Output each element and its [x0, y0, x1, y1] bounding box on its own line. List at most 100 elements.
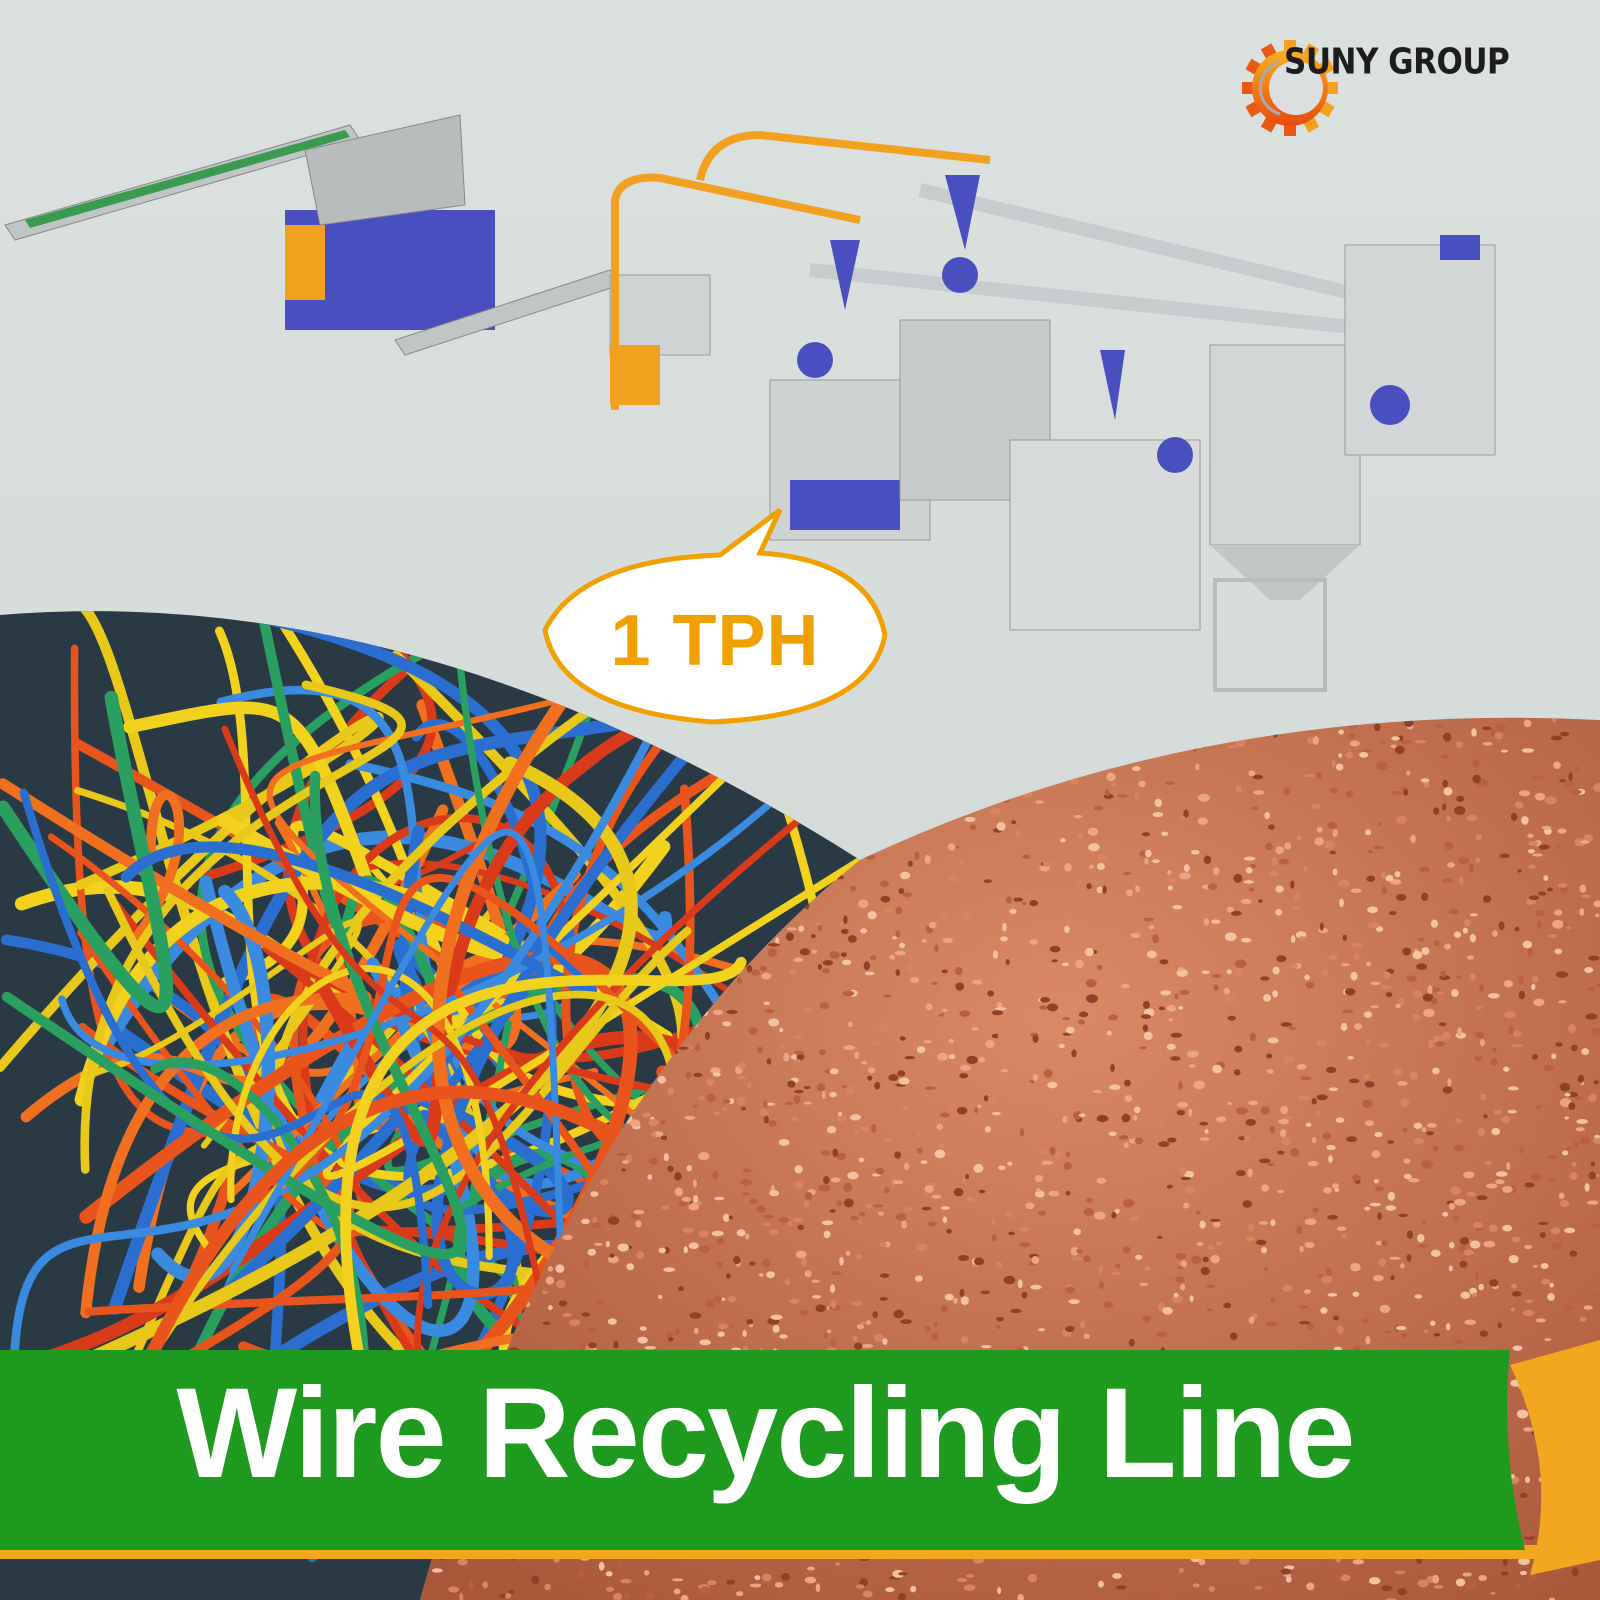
copper-granule — [1289, 963, 1298, 969]
copper-granule — [792, 1217, 804, 1222]
copper-granule — [1596, 983, 1600, 987]
copper-granule — [1065, 1325, 1075, 1332]
copper-granule — [1007, 1161, 1013, 1166]
dust-collector-hopper — [1210, 545, 1360, 600]
copper-granule — [1565, 1147, 1572, 1151]
copper-granule — [1179, 989, 1190, 995]
copper-granule — [1510, 1307, 1516, 1312]
copper-granule — [1073, 814, 1083, 819]
copper-granule — [714, 1196, 725, 1201]
copper-granule — [1303, 1289, 1312, 1294]
copper-granule — [784, 1101, 794, 1106]
copper-granule — [1503, 1066, 1510, 1072]
copper-granule — [1510, 1044, 1523, 1048]
copper-granule — [716, 1237, 725, 1245]
copper-granule — [1098, 1580, 1104, 1588]
copper-granule — [1120, 983, 1131, 989]
copper-granule — [1223, 987, 1230, 995]
copper-granule — [741, 1106, 746, 1111]
copper-granule — [1471, 1292, 1478, 1298]
copper-granule — [1365, 1336, 1371, 1345]
copper-granule — [910, 976, 920, 984]
copper-granule — [1226, 906, 1234, 913]
copper-granule — [633, 1209, 645, 1215]
banner-ribbon-tail — [1510, 1340, 1600, 1575]
copper-granule — [1124, 1079, 1131, 1087]
copper-granule — [1482, 741, 1493, 746]
copper-granule — [1472, 1222, 1483, 1229]
copper-granule — [1365, 829, 1372, 836]
copper-granule — [1548, 1597, 1556, 1600]
copper-granule — [1395, 1325, 1407, 1331]
copper-granule — [1367, 921, 1380, 929]
copper-granule — [793, 1035, 803, 1040]
copper-granule — [1476, 1006, 1483, 1010]
copper-granule — [1406, 770, 1411, 776]
copper-granule — [1009, 908, 1017, 915]
copper-granule — [1406, 1230, 1414, 1239]
copper-granule — [1501, 1185, 1513, 1193]
copper-granule — [1502, 1224, 1513, 1232]
copper-granule — [647, 1174, 653, 1180]
copper-granule — [1373, 1179, 1379, 1184]
copper-granule — [1247, 1222, 1254, 1232]
copper-granule — [1345, 790, 1354, 798]
copper-granule — [1224, 932, 1237, 942]
copper-granule — [1587, 1294, 1600, 1298]
copper-granule — [531, 1575, 540, 1584]
copper-granule — [1046, 1557, 1055, 1567]
copper-granule — [1328, 954, 1338, 961]
copper-granule — [831, 1270, 842, 1276]
copper-granule — [667, 1165, 674, 1172]
copper-granule — [1557, 882, 1568, 888]
copper-granule — [1195, 1211, 1202, 1215]
copper-granule — [985, 1094, 996, 1103]
copper-granule — [1554, 948, 1563, 955]
copper-granule — [1456, 1027, 1462, 1037]
copper-granule — [1144, 857, 1149, 865]
copper-granule — [1537, 1221, 1549, 1225]
copper-granule — [1523, 1427, 1534, 1432]
copper-granule — [1513, 1030, 1522, 1038]
copper-granule — [875, 1167, 885, 1175]
copper-granule — [1103, 1301, 1114, 1309]
copper-granule — [1352, 1559, 1365, 1565]
copper-granule — [1538, 844, 1550, 850]
copper-granule — [848, 935, 857, 943]
copper-granule — [1156, 1331, 1168, 1338]
copper-granule — [1142, 1315, 1152, 1323]
copper-granule — [895, 930, 901, 938]
copper-granule — [1553, 761, 1561, 770]
copper-granule — [613, 1340, 619, 1349]
copper-granule — [1363, 1011, 1373, 1019]
copper-granule — [1223, 1302, 1232, 1309]
copper-granule — [1068, 1299, 1080, 1305]
copper-granule — [1311, 1098, 1317, 1105]
copper-granule — [1448, 1202, 1455, 1210]
copper-granule — [1003, 1275, 1016, 1285]
copper-granule — [1559, 731, 1570, 737]
duct — [809, 263, 1381, 337]
copper-granule — [821, 1090, 826, 1100]
copper-granule — [683, 1246, 688, 1254]
copper-granule — [1398, 1213, 1408, 1218]
copper-granule — [663, 1153, 669, 1162]
copper-granule — [1307, 1322, 1315, 1331]
copper-granule — [1465, 1581, 1477, 1591]
copper-granule — [1500, 749, 1508, 753]
copper-granule — [1413, 1138, 1424, 1145]
copper-granule — [826, 1329, 832, 1334]
copper-granule — [1129, 1216, 1139, 1221]
copper-granule — [1036, 1047, 1044, 1054]
copper-granule — [1518, 1557, 1530, 1566]
copper-granule — [1452, 1215, 1460, 1221]
copper-granule — [819, 1049, 826, 1056]
copper-granule — [1555, 1042, 1563, 1047]
copper-granule — [1235, 1107, 1248, 1115]
copper-granule — [594, 1242, 603, 1246]
copper-granule — [1332, 868, 1338, 876]
copper-granule — [657, 1075, 667, 1084]
copper-granule — [1353, 953, 1360, 961]
copper-granule — [1438, 1022, 1447, 1027]
copper-granule — [816, 1083, 826, 1091]
